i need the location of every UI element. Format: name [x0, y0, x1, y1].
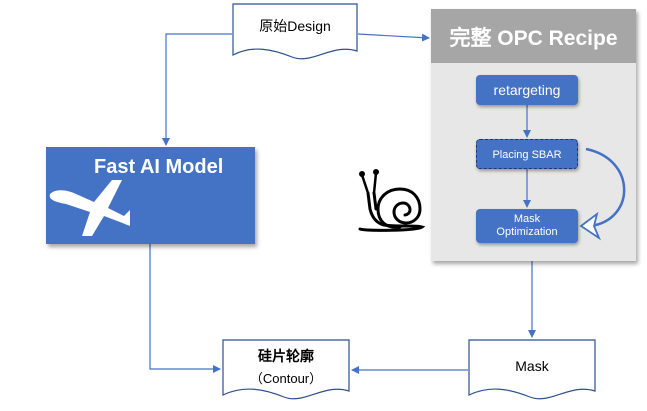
- design-label: 原始Design: [259, 18, 331, 34]
- step-mask-opt-line2: Optimization: [496, 226, 558, 238]
- airplane-icon: [49, 180, 130, 236]
- mask-document-node: Mask: [468, 339, 596, 401]
- loop-arrow: [585, 147, 626, 228]
- step-retargeting: retargeting: [476, 75, 578, 105]
- design-document-node: 原始Design: [232, 3, 358, 61]
- arrow-ai-model-to-contour: [149, 244, 221, 373]
- contour-label-line2: （Contour）: [249, 371, 323, 386]
- contour-label-line1: 硅片轮廓: [258, 348, 314, 364]
- recipe-inner-connectors: [523, 105, 626, 241]
- step-placing-sbar: Placing SBAR: [476, 139, 578, 169]
- recipe-title: 完整 OPC Recipe: [449, 27, 618, 50]
- arrow-design-to-ai-model: [162, 33, 232, 146]
- mask-label: Mask: [515, 358, 549, 374]
- step-mask-optimization: Mask Optimization: [476, 209, 578, 243]
- arrow-design-to-recipe: [357, 33, 430, 42]
- loop-arrow-head: [579, 211, 601, 241]
- step-mask-opt-line1: Mask: [513, 213, 541, 225]
- fast-ai-model-node: Fast AI Model: [46, 147, 255, 244]
- ai-model-label: Fast AI Model: [94, 156, 224, 178]
- contour-document-node: 硅片轮廓 （Contour）: [222, 339, 350, 401]
- recipe-header: 完整 OPC Recipe: [431, 9, 636, 63]
- opc-recipe-panel: 完整 OPC Recipe retargeting Placing SBAR M…: [431, 9, 636, 261]
- snail-icon: [358, 169, 426, 232]
